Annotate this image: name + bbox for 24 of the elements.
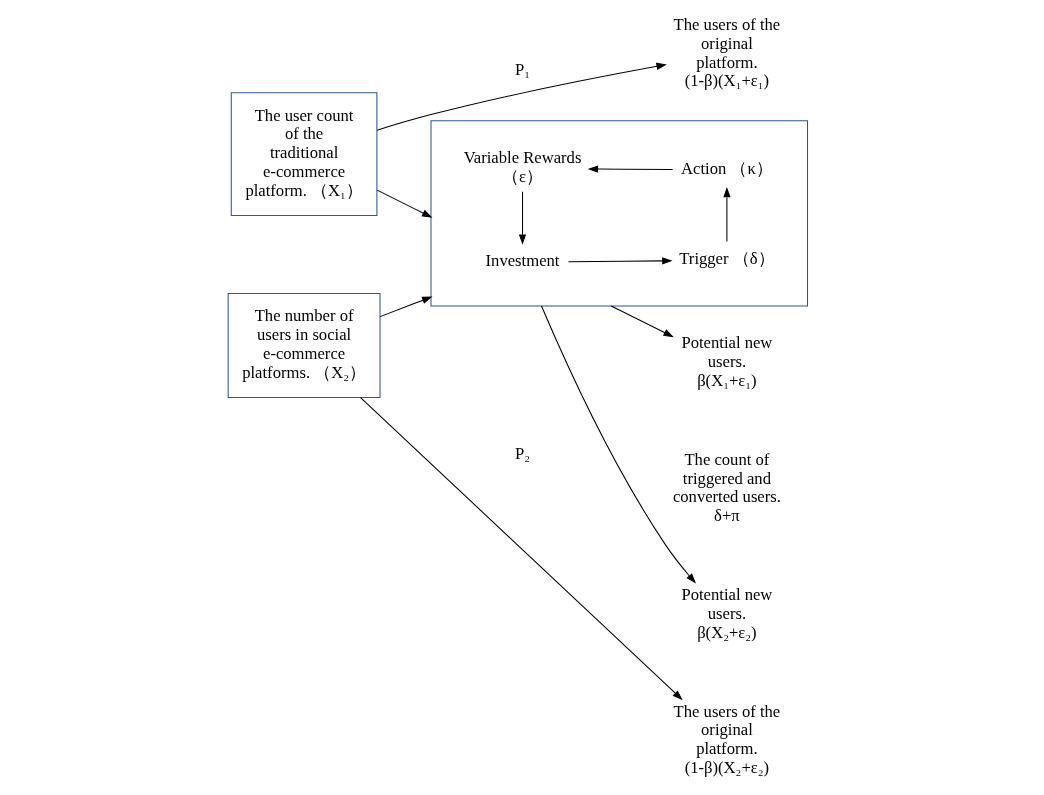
cluster (430, 120, 809, 307)
arrow (518, 191, 527, 245)
edge-label: P₁ (515, 59, 531, 79)
arrow (540, 305, 697, 584)
arrow (610, 305, 674, 338)
node-text: Action （κ） (681, 158, 773, 178)
node-text: Potential new users. β(X₁+ε₁) (681, 333, 773, 390)
node-text: Potential new users. β(X₂+ε₂) (681, 585, 773, 642)
node-text: Variable Rewards （ε） (463, 148, 582, 186)
arrow (723, 186, 731, 242)
node-text: Trigger （δ） (679, 249, 775, 269)
node-text: The users of the original platform. (1-β)(X₂+ε₂) (673, 701, 781, 777)
node-text: The count of triggered and converted users. δ+π (672, 449, 781, 526)
node-text: The users of the original platform. (1-β)(X₁+ε₁) (673, 15, 781, 91)
arrow (567, 257, 673, 265)
edge-label: P₂ (515, 443, 531, 463)
arrow (587, 165, 674, 173)
arrow (379, 296, 433, 318)
node-box: The number of users in social e-commerce platforms. （X₂） (227, 292, 381, 398)
arrow (376, 62, 667, 131)
node-text: Investment (485, 251, 560, 271)
arrow (376, 189, 433, 218)
node-box: The user count of the traditional e-commerce platform. （X₁） (230, 92, 378, 216)
arrow (360, 397, 683, 701)
